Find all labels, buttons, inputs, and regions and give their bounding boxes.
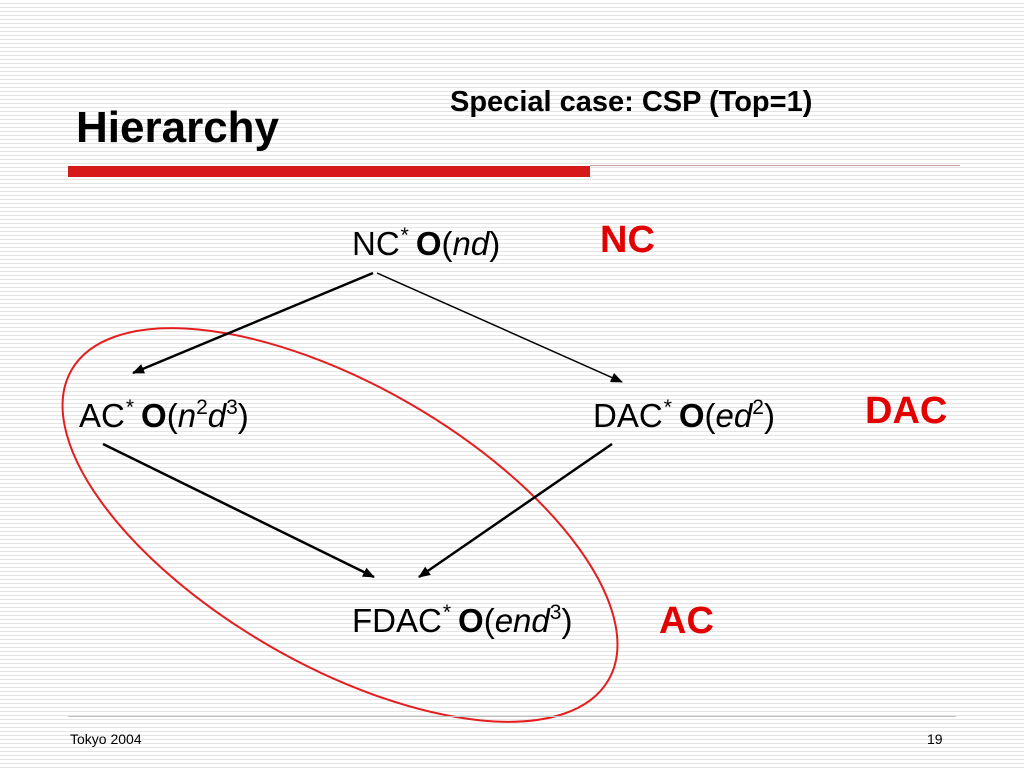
node-ac-var1: n	[177, 397, 197, 434]
arrow-nc-to-dac	[376, 272, 623, 383]
node-ac-big-o: O	[141, 397, 167, 434]
slide-subtitle: Special case: CSP (Top=1)	[450, 86, 813, 118]
node-fdac-exp1: 3	[549, 601, 562, 624]
label-ac: AC	[659, 600, 714, 642]
node-ac-open-paren: (	[166, 397, 178, 434]
node-nc-big-o: O	[415, 225, 442, 262]
node-nc-var: nd	[452, 225, 490, 262]
arrow-ac-to-fdac	[102, 442, 375, 579]
footer-location: Tokyo 2004	[70, 731, 142, 747]
node-fdac-var: end	[494, 602, 550, 639]
node-ac: AC* O(n2d3)	[79, 396, 249, 436]
node-fdac-name: FDAC	[352, 602, 442, 639]
footer-page-number: 19	[927, 731, 943, 747]
node-nc-close-paren: )	[489, 225, 501, 262]
node-dac-big-o: O	[678, 397, 705, 434]
node-dac-var: ed	[715, 397, 753, 434]
label-dac: DAC	[865, 390, 948, 432]
node-ac-star: *	[125, 396, 135, 419]
label-nc: NC	[600, 219, 655, 261]
node-fdac-close-paren: )	[561, 602, 573, 639]
node-fdac: FDAC* O(end3)	[352, 601, 572, 641]
node-ac-exp2: 3	[226, 396, 238, 419]
node-nc-star: *	[400, 224, 409, 247]
arrow-dac-to-fdac	[418, 442, 613, 579]
node-dac-star: *	[663, 396, 672, 419]
arrow-nc-to-ac	[132, 271, 374, 375]
node-nc: NC* O(nd)	[352, 224, 500, 264]
node-dac-open-paren: (	[704, 397, 716, 434]
node-ac-var2: d	[207, 397, 227, 434]
node-dac-close-paren: )	[763, 397, 775, 434]
ac-enclosure-ellipse	[61, 327, 619, 723]
title-underline-bar	[68, 166, 590, 177]
footer-rule	[68, 716, 956, 717]
title-underline-thin	[590, 165, 960, 166]
node-dac-name: DAC	[593, 397, 663, 434]
node-fdac-big-o: O	[458, 602, 484, 639]
node-dac-exp1: 2	[752, 396, 764, 419]
node-ac-close-paren: )	[237, 397, 249, 434]
node-ac-exp1: 2	[196, 396, 208, 419]
node-nc-open-paren: (	[441, 225, 453, 262]
node-dac: DAC* O(ed2)	[593, 396, 775, 436]
slide-title: Hierarchy	[76, 103, 280, 152]
node-ac-name: AC	[79, 397, 125, 434]
node-nc-name: NC	[352, 225, 400, 262]
node-fdac-open-paren: (	[483, 602, 495, 639]
node-fdac-star: *	[442, 601, 452, 624]
